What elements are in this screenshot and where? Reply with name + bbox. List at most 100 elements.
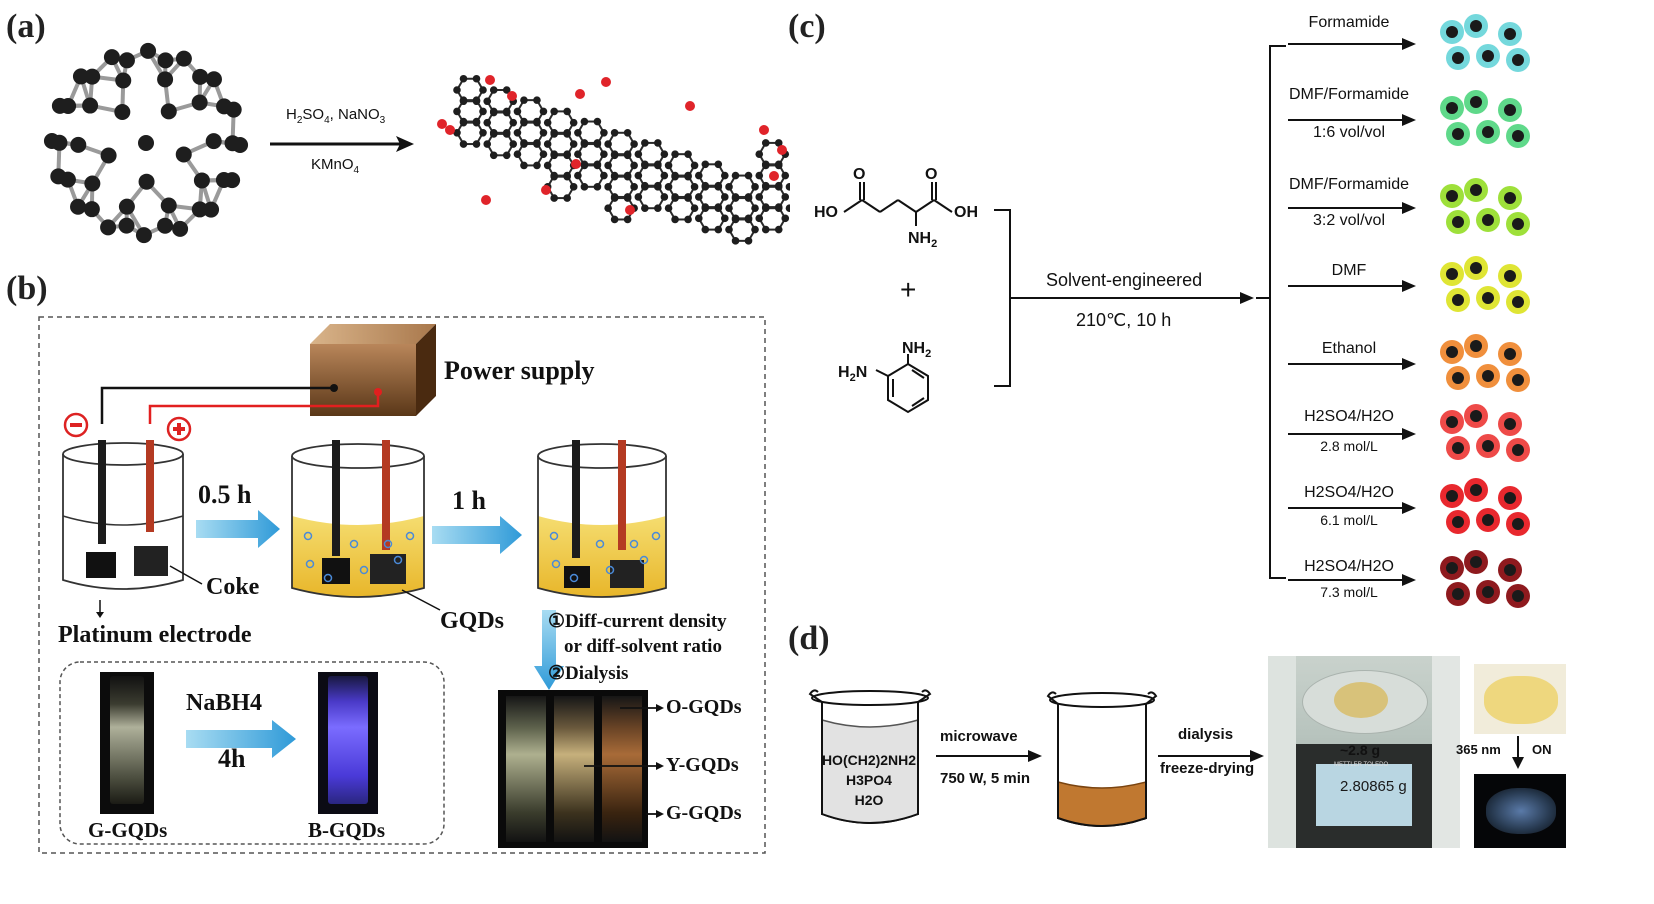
- solvent-condition: 7.3 mol/L: [1320, 584, 1378, 600]
- power-supply-box: [310, 324, 436, 416]
- gqd-particle-icon: [303, 531, 313, 541]
- go-carbon-atom: [684, 215, 692, 224]
- g-gqds-cuvette-photo: [100, 672, 154, 814]
- arrow-dialysis: [1158, 750, 1264, 762]
- go-carbon-atom: [690, 161, 699, 170]
- go-carbon-atom: [654, 204, 662, 213]
- go-carbon-atom: [580, 117, 589, 126]
- fullerene-atom: [192, 68, 209, 85]
- go-carbon-atom: [600, 171, 608, 180]
- g-gqds-label: G-GQDs: [88, 818, 168, 842]
- note-line2: or diff-solvent ratio: [564, 636, 722, 657]
- go-carbon-atom: [550, 150, 558, 158]
- circuit-wires: [100, 384, 382, 424]
- go-carbon-atom: [483, 140, 492, 148]
- go-carbon-atom: [714, 160, 723, 169]
- dialysis-label: dialysis: [1178, 726, 1234, 743]
- go-carbon-atom: [751, 225, 759, 234]
- go-carbon-atom: [520, 139, 528, 147]
- go-carbon-atom: [761, 225, 770, 234]
- carbon-dot-core: [1446, 562, 1458, 574]
- carbon-dot-core: [1470, 556, 1482, 568]
- gqd-particle-icon: [383, 539, 393, 549]
- go-carbon-atom: [641, 181, 649, 190]
- uv-on-label: ON: [1532, 742, 1552, 757]
- pointer-lines-b: [96, 565, 441, 618]
- reduction-box-border: [59, 661, 445, 845]
- gqd-particle-icon: [393, 555, 403, 565]
- uv-wavelength-label: 365 nm: [1456, 742, 1501, 757]
- fullerene-atom: [205, 71, 222, 88]
- go-oxygen-atom: [485, 75, 495, 85]
- go-carbon-atom: [664, 204, 673, 213]
- solvent-condition: 3:2 vol/vol: [1312, 212, 1386, 229]
- gqds-label: GQDs: [440, 608, 505, 634]
- fullerene-atom: [103, 49, 120, 66]
- fullerene-atom: [100, 219, 117, 236]
- balance-brand: METTLER TOLEDO: [1334, 762, 1389, 768]
- microwave-power-time: 750 W, 5 min: [940, 770, 1031, 787]
- go-carbon-atom: [725, 225, 733, 234]
- go-carbon-atom: [593, 139, 602, 147]
- solvent-label: Ethanol: [1321, 340, 1377, 357]
- go-carbon-atom: [539, 107, 548, 116]
- go-carbon-atom: [472, 117, 481, 126]
- solvent-arrow: [1288, 502, 1416, 514]
- panel-b-border: [38, 316, 766, 854]
- note-line3: ②Dialysis: [548, 663, 629, 684]
- go-carbon-atom: [600, 150, 608, 158]
- go-carbon-atom: [714, 203, 723, 211]
- go-carbon-atom: [721, 214, 729, 223]
- carbon-dot-core: [1504, 348, 1516, 360]
- go-carbon-atom: [472, 74, 481, 83]
- go-carbon-atom: [695, 214, 703, 223]
- gqd-particle-icon: [651, 531, 661, 541]
- go-carbon-atom: [623, 193, 632, 201]
- go-carbon-atom: [731, 237, 740, 245]
- go-carbon-atom: [550, 194, 558, 202]
- go-carbon-atom: [684, 171, 692, 180]
- go-oxygen-atom: [445, 125, 455, 135]
- opd-h2n: H2N: [838, 364, 868, 385]
- gqd-particle-icon: [405, 531, 415, 541]
- uv-powder-photo: [1474, 774, 1566, 848]
- go-carbon-atom: [671, 171, 679, 180]
- go-carbon-atom: [744, 171, 753, 180]
- go-oxygen-atom: [759, 125, 769, 135]
- fullerene-atom: [160, 197, 177, 214]
- go-carbon-atom: [543, 118, 552, 127]
- mass-label: ~2.8 g: [1340, 742, 1381, 758]
- go-carbon-atom: [695, 171, 703, 180]
- b-gqds-cuvette-photo: [318, 672, 378, 814]
- go-carbon-atom: [623, 128, 632, 137]
- carbon-dot-core: [1512, 590, 1524, 602]
- fullerene-atom: [115, 72, 132, 89]
- carbon-dot-core: [1452, 442, 1464, 454]
- fullerene-atom: [175, 50, 192, 67]
- go-carbon-atom: [610, 150, 619, 158]
- go-carbon-atom: [479, 128, 487, 137]
- go-carbon-atom: [513, 107, 522, 116]
- carbon-dot-cluster: [1440, 14, 1530, 72]
- go-carbon-atom: [785, 204, 790, 213]
- carbon-dot-core: [1452, 588, 1464, 600]
- go-carbon-atom: [701, 160, 710, 169]
- plus-terminal-icon: [166, 416, 192, 442]
- carbon-dot-core: [1452, 52, 1464, 64]
- go-carbon-atom: [539, 150, 548, 158]
- go-carbon-atom: [539, 128, 548, 137]
- fullerene-atom: [138, 135, 154, 151]
- go-carbon-atom: [569, 118, 578, 127]
- go-carbon-atom: [550, 171, 558, 180]
- solvent-condition: 2.8 mol/L: [1320, 438, 1378, 454]
- go-carbon-atom: [574, 171, 582, 180]
- go-carbon-atom: [593, 183, 602, 191]
- go-carbon-atom: [574, 128, 582, 137]
- glutamic-oh: OH: [954, 204, 978, 221]
- go-carbon-atom: [604, 183, 612, 191]
- fullerene-atom: [118, 217, 135, 234]
- go-carbon-atom: [543, 161, 552, 170]
- fullerene-atom: [84, 175, 101, 192]
- go-oxygen-atom: [575, 89, 585, 99]
- solvent-arrow: [1288, 574, 1416, 586]
